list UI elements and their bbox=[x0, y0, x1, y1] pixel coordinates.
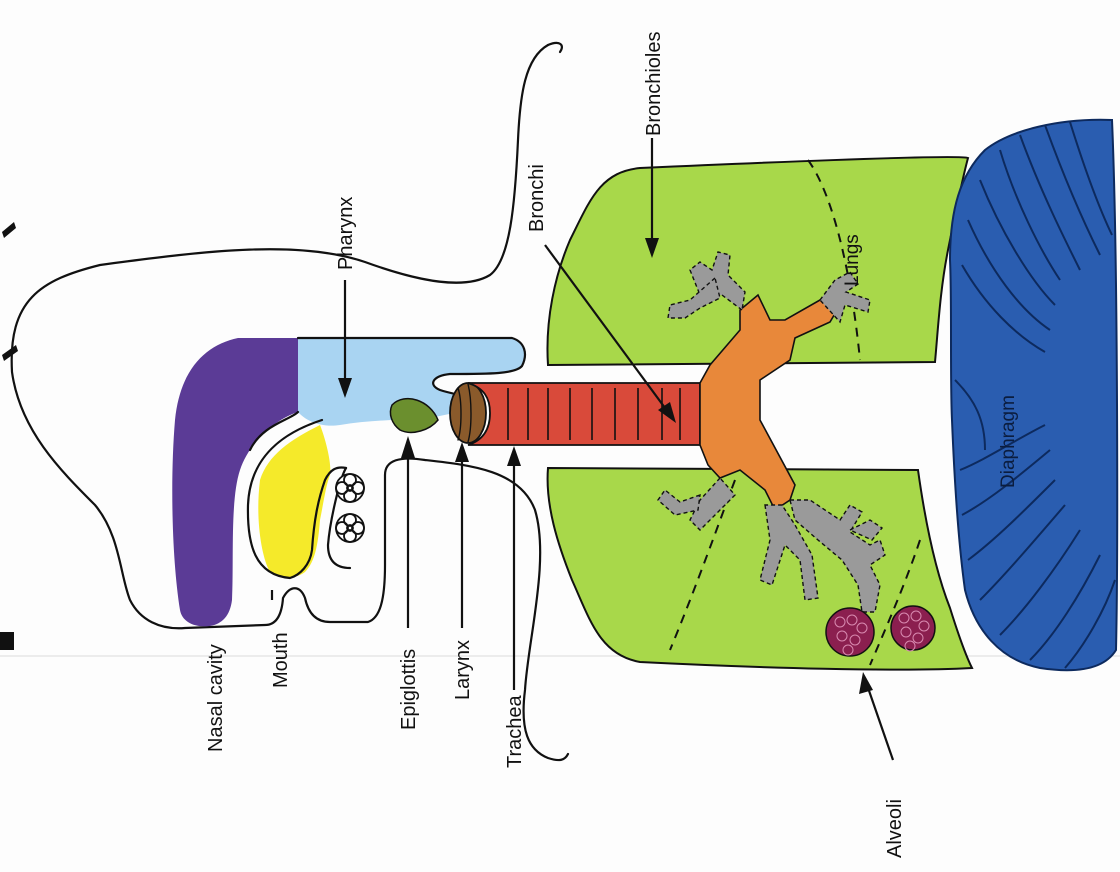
tonsil-lower bbox=[336, 514, 364, 542]
margin-mark bbox=[2, 222, 16, 238]
label-nasal-cavity: Nasal cavity bbox=[205, 644, 227, 752]
tonsil-upper bbox=[336, 474, 364, 502]
diaphragm-shape bbox=[950, 120, 1117, 670]
alveoli-arrow bbox=[866, 682, 893, 760]
label-pharynx: Pharynx bbox=[335, 197, 357, 270]
label-larynx: Larynx bbox=[452, 640, 474, 700]
margin-mark bbox=[2, 345, 18, 361]
label-bronchi: Bronchi bbox=[526, 164, 548, 232]
alveoli-arrowhead bbox=[859, 672, 873, 694]
label-alveoli: Alveoli bbox=[884, 799, 906, 858]
label-epiglottis: Epiglottis bbox=[398, 649, 420, 730]
margin-mark bbox=[0, 632, 14, 650]
label-bronchioles: Bronchioles bbox=[643, 31, 665, 136]
neck-outline bbox=[548, 43, 562, 52]
label-mouth: Mouth bbox=[270, 632, 292, 688]
label-lungs: Lungs bbox=[842, 234, 863, 286]
label-trachea: Trachea bbox=[504, 694, 526, 768]
larynx-shape bbox=[450, 383, 486, 443]
epiglottis-arrowhead bbox=[401, 436, 415, 458]
label-diaphragm: Diaphragm bbox=[998, 395, 1019, 488]
trachea-arrowhead bbox=[507, 446, 521, 466]
tonsils bbox=[336, 474, 364, 542]
larynx-arrowhead bbox=[455, 442, 469, 462]
